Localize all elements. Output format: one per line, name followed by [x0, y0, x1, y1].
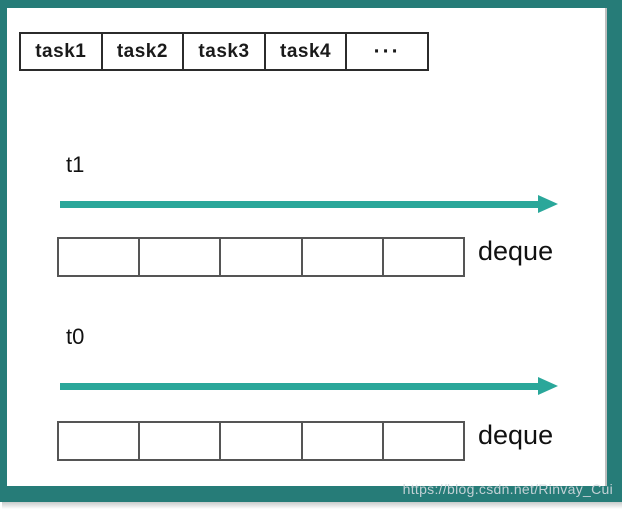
task-cell: task3 — [184, 34, 266, 69]
task-cell: task1 — [21, 34, 103, 69]
thread-t0-label: t0 — [66, 324, 85, 349]
t0-deque-label: deque — [478, 420, 554, 450]
deque-cell — [303, 239, 384, 275]
deque-cell — [303, 423, 384, 459]
t0-deque — [57, 421, 465, 461]
csdn-watermark: https://blog.csdn.net/Rinvay_Cui — [402, 481, 613, 497]
arrow-head-icon — [538, 195, 558, 213]
t0-timeline-arrow — [60, 377, 558, 395]
task-cell-ellipsis: ··· — [373, 39, 401, 63]
t1-timeline-arrow — [60, 195, 558, 213]
deque-cell — [59, 239, 141, 275]
t1-deque-label: deque — [478, 236, 554, 266]
arrow-shaft — [60, 201, 538, 208]
thread-t1-label: t1 — [66, 152, 85, 177]
task-cell: task2 — [103, 34, 185, 69]
arrow-shaft — [60, 383, 538, 390]
task-queue-table: task1 task2 task3 task4 ··· — [19, 32, 429, 71]
deque-cell — [221, 239, 303, 275]
task-cell: task4 — [266, 34, 348, 69]
t1-deque — [57, 237, 465, 277]
frame-bottom-shadow — [2, 502, 622, 509]
deque-cell — [59, 423, 141, 459]
deque-cell — [384, 423, 463, 459]
deque-cell — [221, 423, 303, 459]
deque-cell — [140, 423, 222, 459]
deque-cell — [384, 239, 463, 275]
deque-cell — [140, 239, 222, 275]
arrow-head-icon — [538, 377, 558, 395]
